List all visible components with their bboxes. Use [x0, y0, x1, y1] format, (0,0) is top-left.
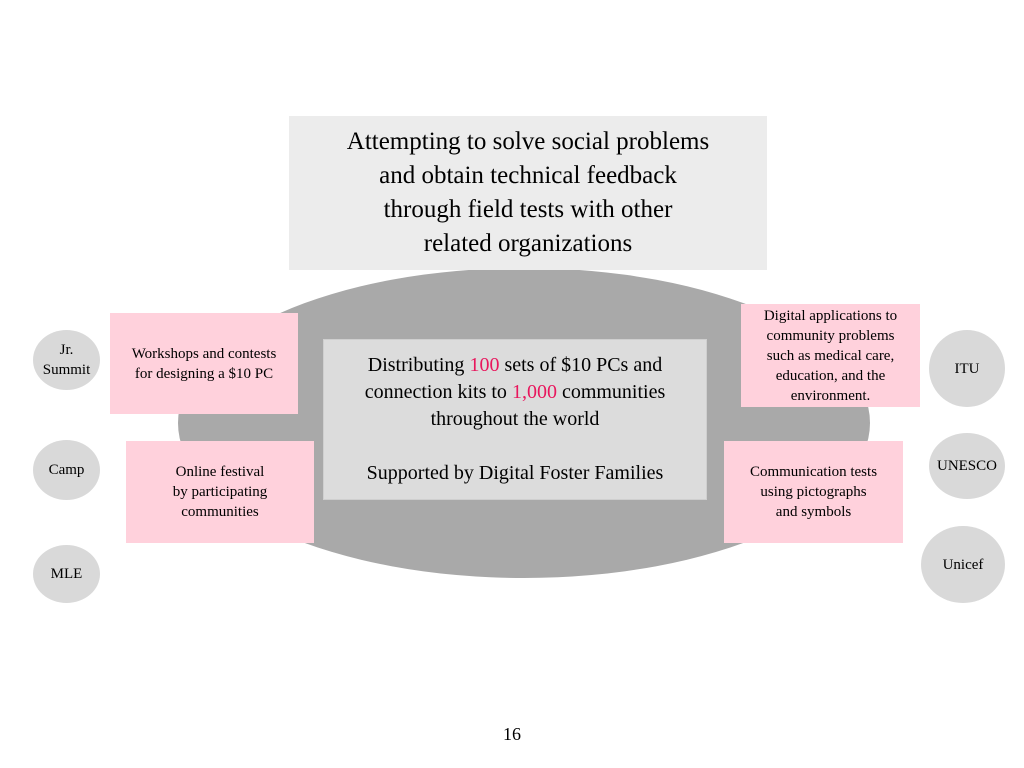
unicef-circle: Unicef [921, 526, 1005, 603]
center-line-2: connection kits to 1,000 communities [324, 379, 706, 406]
camp-label: Camp [48, 462, 85, 478]
unesco-circle: UNESCO [929, 433, 1005, 499]
mle-label: MLE [50, 566, 83, 582]
center-line-1-suffix: sets of $10 PCs and [499, 354, 663, 376]
camp-circle: Camp [33, 440, 100, 500]
supported-by-text: Supported by Digital Foster Families [366, 462, 664, 484]
mle-circle: MLE [33, 545, 100, 603]
workshops-box: Workshops and contests for designing a $… [110, 313, 298, 414]
itu-circle: ITU [929, 330, 1005, 407]
digital-applications-text: Digital applications to community proble… [763, 307, 898, 404]
center-line-1: Distributing 100 sets of $10 PCs and [324, 352, 706, 379]
center-box: Distributing 100 sets of $10 PCs and con… [323, 339, 707, 500]
center-line-1-prefix: Distributing [367, 354, 470, 376]
center-line-2-prefix: connection kits to [364, 381, 512, 403]
communication-tests-box: Communication tests using pictographs an… [724, 441, 903, 543]
community-count: 1,000 [511, 381, 557, 403]
online-festival-text: Online festival by participating communi… [172, 464, 268, 520]
center-line-2-suffix: communities [556, 381, 666, 403]
itu-label: ITU [954, 360, 980, 377]
pc-count: 100 [469, 354, 500, 376]
jr-summit-label: Jr. Summit [42, 342, 91, 378]
jr-summit-circle: Jr. Summit [33, 330, 100, 390]
unicef-label: Unicef [942, 556, 984, 573]
top-heading-text: Attempting to solve social problems and … [346, 128, 710, 257]
unesco-label: UNESCO [936, 458, 997, 474]
top-heading-box: Attempting to solve social problems and … [289, 116, 767, 270]
digital-applications-box: Digital applications to community proble… [741, 304, 920, 407]
page-number: 16 [503, 724, 521, 744]
communication-tests-text: Communication tests using pictographs an… [749, 464, 878, 520]
online-festival-box: Online festival by participating communi… [126, 441, 314, 543]
workshops-text: Workshops and contests for designing a $… [131, 345, 277, 382]
center-line-3: throughout the world [430, 408, 600, 430]
